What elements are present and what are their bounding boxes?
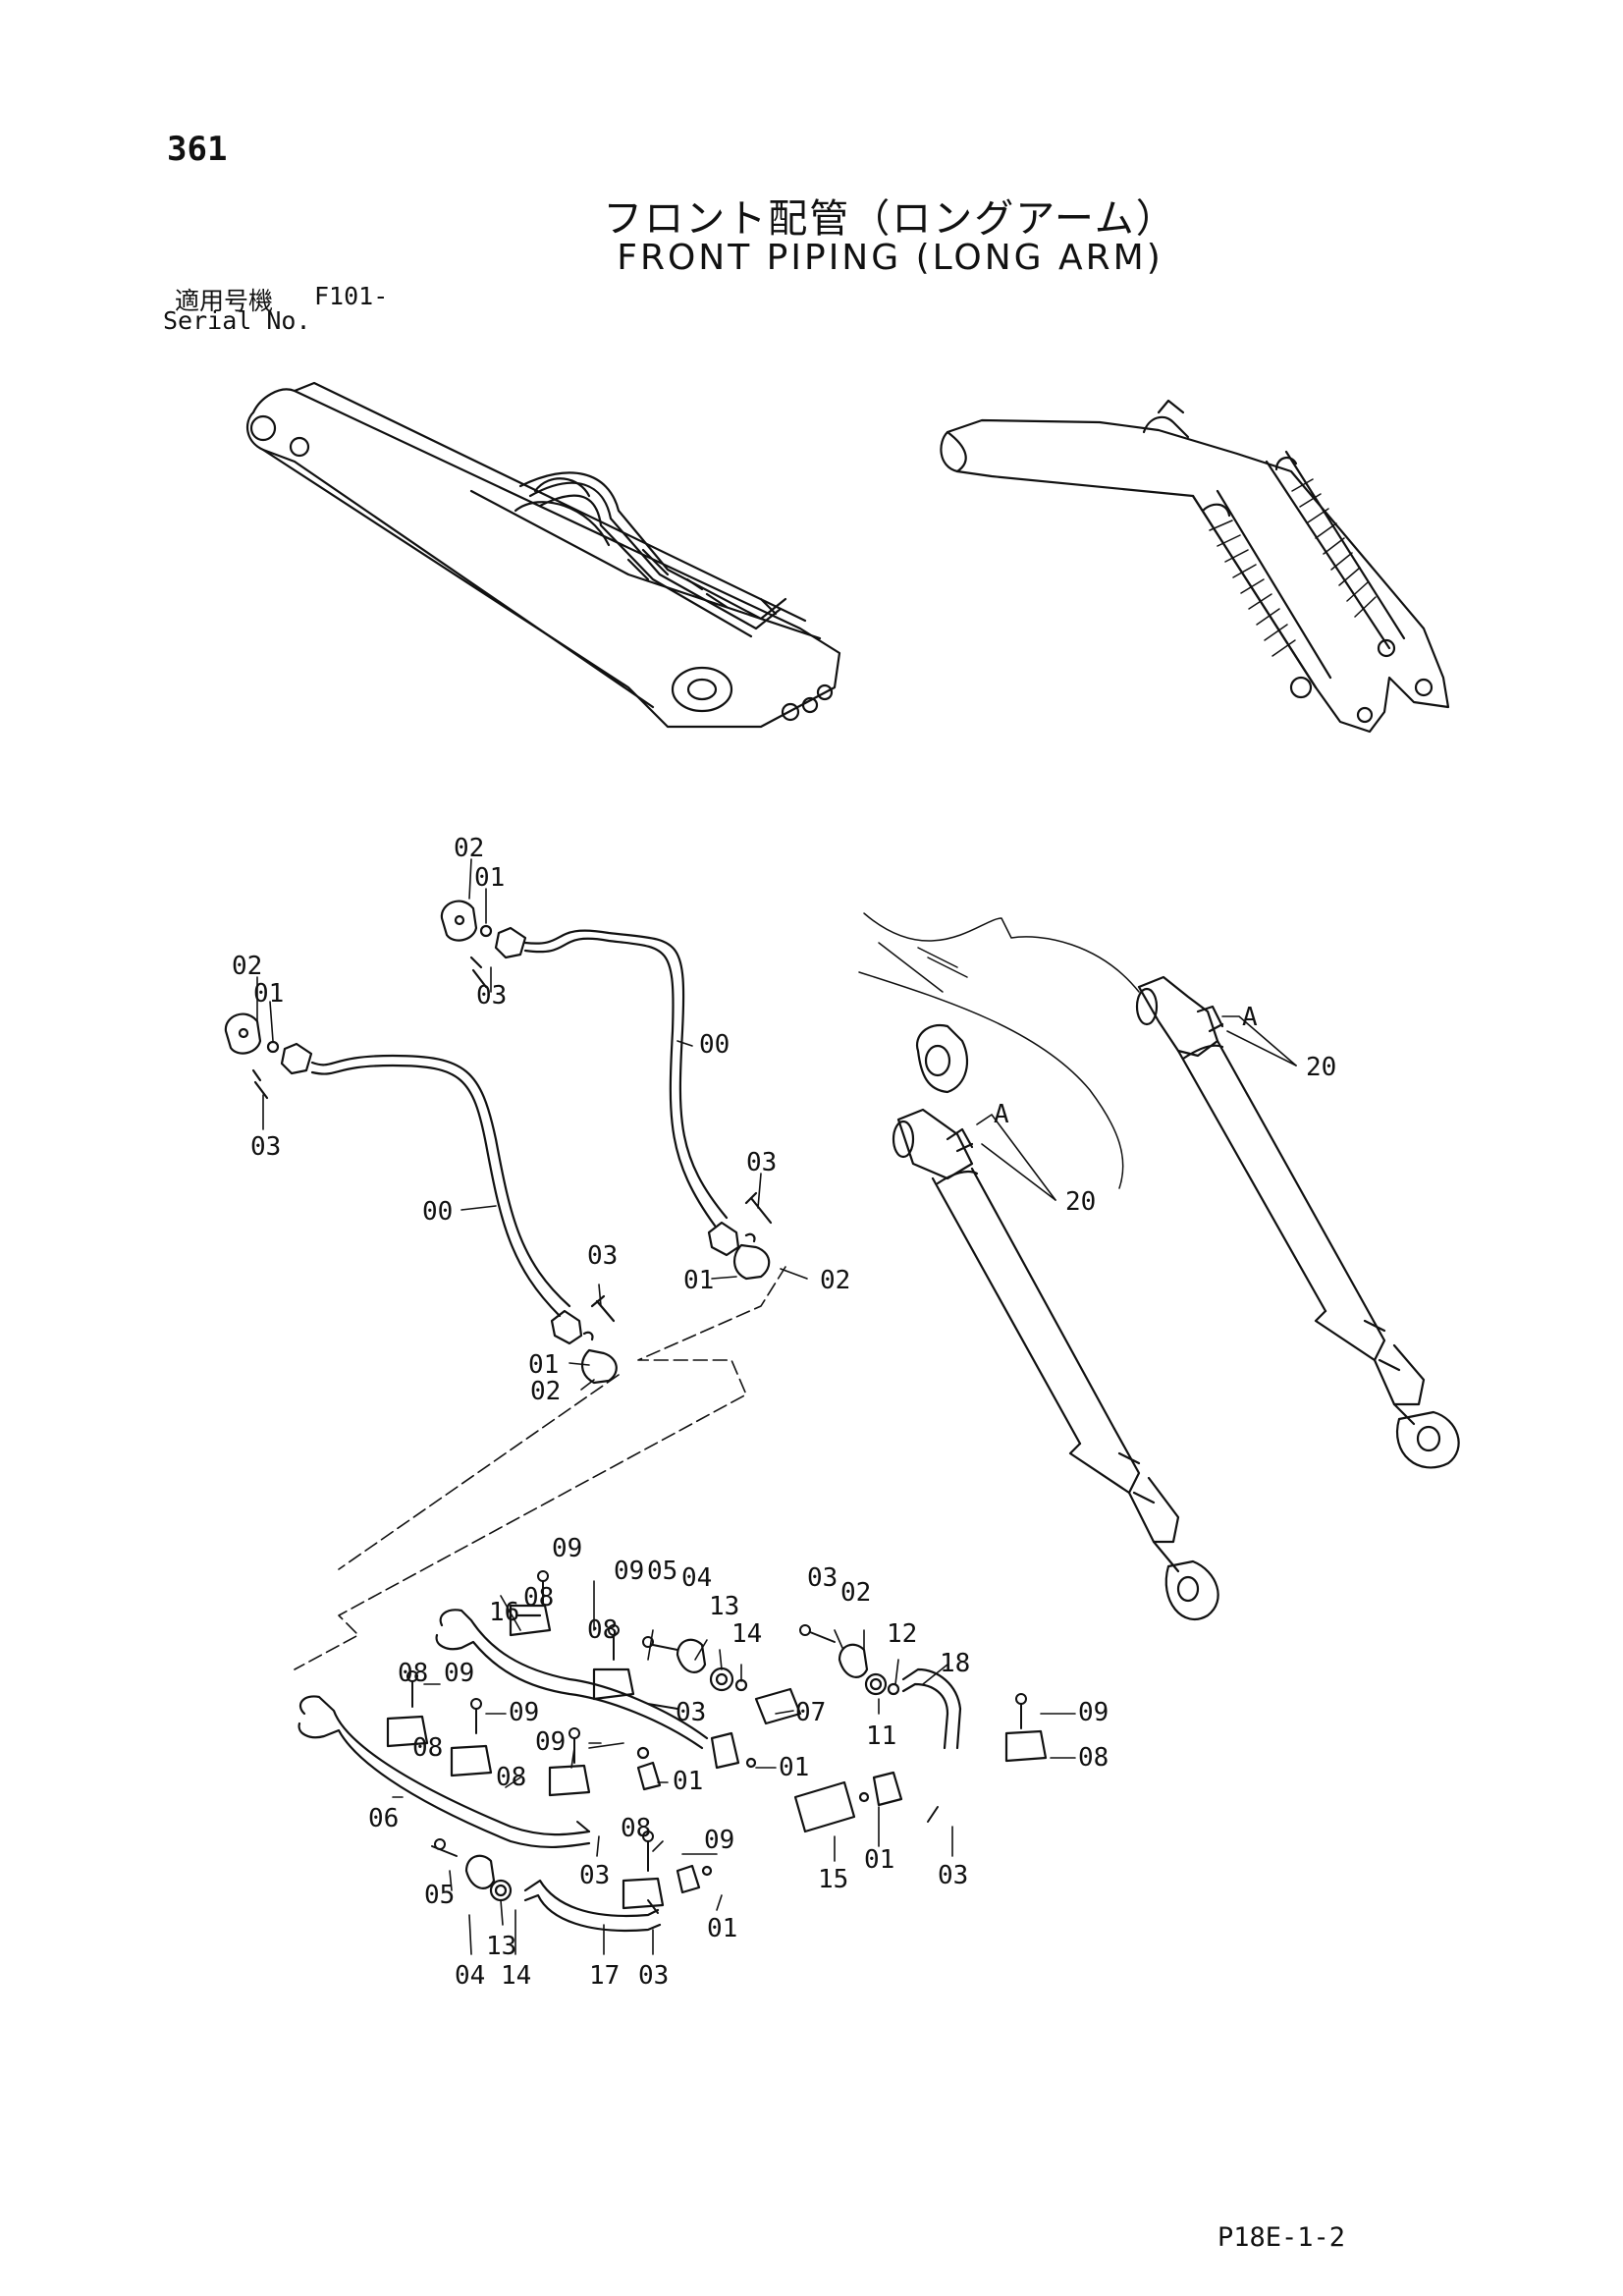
page-title-english: FRONT PIPING (LONG ARM)	[617, 238, 1163, 278]
block-07	[754, 1687, 802, 1725]
hose-assembly-lower	[224, 1012, 618, 1385]
callout: 02	[840, 1578, 871, 1608]
callout: 04	[681, 1563, 712, 1593]
callout: 20	[1065, 1187, 1096, 1217]
cylinder-left	[892, 1023, 1219, 1621]
page-title-japanese: フロント配管（ロングアーム）	[603, 196, 1177, 242]
callout: 08	[523, 1583, 554, 1613]
callout: 03	[938, 1861, 968, 1890]
callout: 17	[589, 1961, 620, 1991]
callout: 13	[709, 1592, 739, 1621]
callout: 09	[1078, 1698, 1109, 1727]
hose-assembly-upper	[440, 900, 773, 1281]
callout: 09	[704, 1826, 734, 1855]
callout: 03	[746, 1148, 777, 1177]
callout: A	[994, 1100, 1009, 1129]
cylinder-right	[1135, 975, 1460, 1469]
callout: 01	[707, 1914, 737, 1943]
callout: 08	[587, 1615, 618, 1645]
callout: 03	[587, 1241, 618, 1271]
callout: 08	[398, 1659, 428, 1688]
boom-outline	[858, 912, 1140, 1189]
callout: 14	[501, 1961, 531, 1991]
callout: 18	[940, 1649, 970, 1678]
callout: 11	[866, 1722, 896, 1751]
callout: 01	[528, 1350, 559, 1380]
leader-lines	[256, 858, 1297, 1955]
lower-pipe-assembly	[298, 1570, 1048, 1932]
callout: 06	[368, 1804, 399, 1833]
callout: 09	[614, 1557, 644, 1586]
callout: 01	[779, 1753, 809, 1782]
callout: 08	[1078, 1743, 1109, 1773]
callout: 03	[250, 1132, 281, 1162]
callout: 07	[795, 1698, 826, 1727]
callout: 13	[486, 1932, 516, 1961]
callout: 03	[676, 1698, 706, 1727]
callout: 05	[424, 1881, 455, 1910]
callout: 04	[455, 1961, 485, 1991]
serial-label-english: Serial No.	[163, 306, 311, 335]
block-15	[793, 1780, 856, 1833]
callout: 03	[807, 1563, 838, 1593]
callout: 01	[864, 1845, 894, 1875]
callout: 01	[474, 863, 505, 893]
callout: 02	[454, 834, 484, 863]
pipe-clamps	[386, 1604, 1048, 1910]
callout: 20	[1306, 1053, 1336, 1082]
callout: 12	[887, 1619, 917, 1649]
callout: 09	[535, 1727, 566, 1757]
page-number: 361	[167, 130, 228, 169]
callout: 15	[818, 1865, 848, 1894]
callout: 09	[552, 1534, 582, 1563]
dashed-connectors	[294, 1266, 786, 1670]
callout: 09	[444, 1659, 474, 1688]
flange-block	[710, 1731, 740, 1770]
callout: 08	[621, 1814, 651, 1843]
callout: 03	[579, 1861, 610, 1890]
callout: 03	[638, 1961, 669, 1991]
callout: A	[1242, 1003, 1258, 1032]
callout: 08	[496, 1763, 526, 1792]
callout: 02	[232, 952, 262, 981]
serial-label-japanese: 適用号機	[175, 287, 274, 315]
serial-value: F101-	[314, 282, 389, 310]
callout: 01	[683, 1266, 714, 1295]
callout: 16	[489, 1598, 519, 1627]
callout: 00	[699, 1030, 730, 1060]
callout-labels: 02 01 03 00 03 01 02 02 01 03 00 03 01 0…	[232, 834, 1336, 1991]
callout: 01	[673, 1767, 703, 1796]
callout: 00	[422, 1197, 453, 1227]
callout: 09	[509, 1698, 539, 1727]
callout: 01	[253, 979, 284, 1009]
arm-overview-right	[940, 399, 1450, 734]
callout: 03	[476, 981, 507, 1011]
callout: 05	[647, 1557, 677, 1586]
callout: 02	[820, 1266, 850, 1295]
footer-code: P18E-1-2	[1217, 2222, 1346, 2253]
callout: 02	[530, 1377, 561, 1406]
arm-overview-left	[245, 381, 841, 729]
callout: 08	[412, 1733, 443, 1763]
callout: 14	[731, 1619, 762, 1649]
